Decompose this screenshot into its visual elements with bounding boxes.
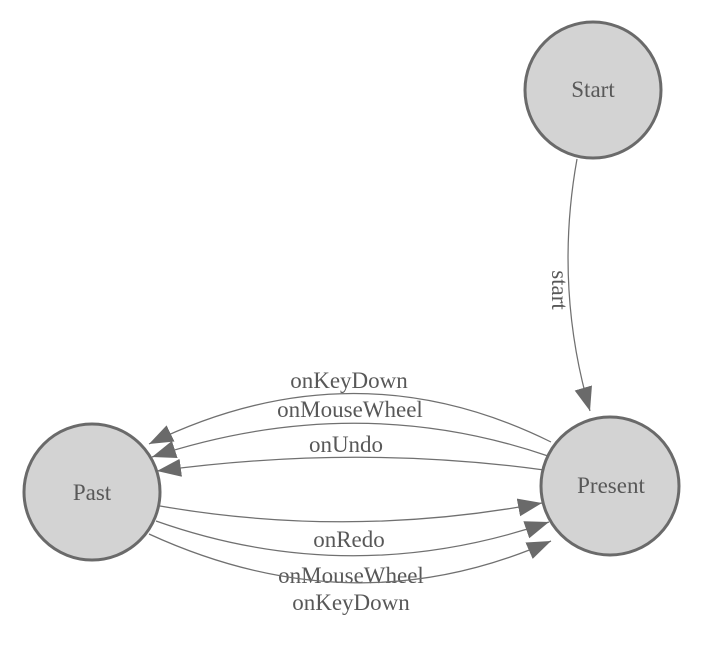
edge-present-to-past-onkeydown	[148, 392, 552, 445]
edge-label-onmousewheel-top: onMouseWheel	[277, 397, 423, 422]
node-past-label: Past	[73, 480, 112, 505]
edge-start-to-present	[567, 158, 592, 412]
node-start: Start	[523, 20, 663, 160]
node-present-label: Present	[577, 473, 645, 498]
edge-group: start onKeyDown onMouseWheel onUndo onRe…	[148, 158, 592, 615]
node-past: Past	[22, 422, 162, 562]
edge-past-to-present-onmousewheel	[155, 520, 550, 557]
edge-past-to-present-onredo	[159, 498, 543, 523]
edge-present-to-past-onmousewheel	[151, 422, 549, 459]
node-start-circle	[523, 20, 663, 160]
edge-past-to-present-onkeydown	[148, 533, 552, 584]
node-present: Present	[539, 415, 681, 557]
edge-label-onkeydown-bottom: onKeyDown	[292, 590, 410, 615]
edge-label-start: start	[547, 270, 572, 310]
node-present-circle	[539, 415, 681, 557]
edge-label-onkeydown-top: onKeyDown	[290, 368, 408, 393]
node-past-circle	[22, 422, 162, 562]
edge-present-to-past-onundo	[156, 456, 545, 477]
edge-label-onredo: onRedo	[313, 527, 385, 552]
node-start-label: Start	[571, 77, 615, 102]
edge-label-onmousewheel-bottom: onMouseWheel	[278, 563, 424, 588]
edge-label-onundo: onUndo	[309, 432, 383, 457]
